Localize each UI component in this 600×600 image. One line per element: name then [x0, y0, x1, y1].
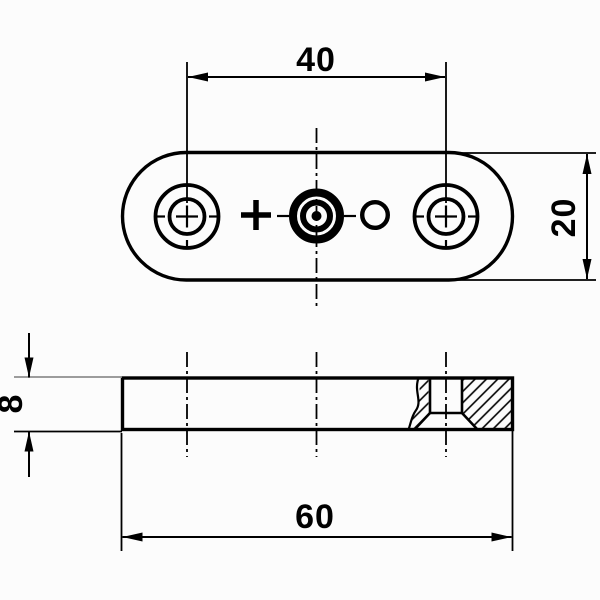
arrowhead-down: [24, 357, 34, 378]
dimension-8: 8: [0, 333, 122, 477]
plate-outline-side: [120, 376, 515, 432]
left-hole-centermark: [155, 205, 219, 249]
top-view: 40 20: [120, 41, 596, 307]
arrowhead-right: [425, 72, 445, 82]
arrowhead-down: [582, 259, 592, 279]
small-hole-circle: [360, 199, 391, 230]
dimension-60: 60: [120, 430, 514, 551]
arrowhead-up: [24, 431, 34, 452]
dimension-40: 40: [186, 41, 447, 203]
arrowhead-left: [188, 72, 208, 82]
arrowhead-right: [491, 532, 512, 542]
countersink-flare-left: [413, 412, 431, 431]
dimension-8-label: 8: [0, 394, 30, 414]
dimension-40-label: 40: [296, 41, 336, 79]
dimension-20: 20: [449, 152, 596, 281]
section-hatch-right: [463, 379, 511, 429]
plus-mark: [241, 200, 271, 230]
dimension-60-label: 60: [295, 498, 335, 536]
right-hole-centermark: [414, 205, 478, 249]
countersink-flare-right: [461, 412, 479, 431]
arrowhead-up: [582, 154, 592, 174]
plate-outline-top: [120, 150, 515, 282]
target-middle-ring: [300, 199, 333, 233]
break-line: [407, 377, 420, 430]
side-view: 8 60: [0, 333, 515, 551]
dimension-20-label: 20: [545, 198, 583, 238]
arrowhead-left: [122, 532, 143, 542]
